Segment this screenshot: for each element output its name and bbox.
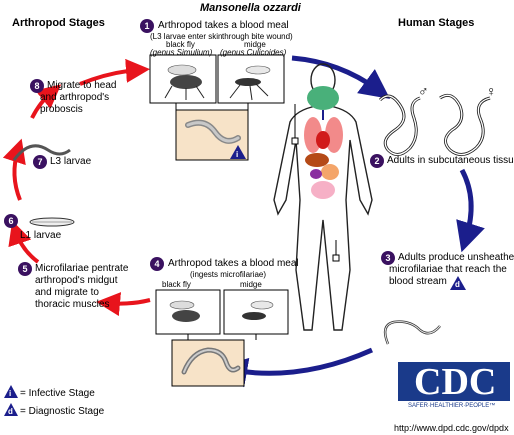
adult-worms-inner <box>379 94 491 156</box>
cdc-logo-text: CDC <box>414 361 497 403</box>
step-6-badge: 6 <box>4 214 18 228</box>
step-8-badge: 8 <box>30 79 44 93</box>
l1-larva-small <box>29 217 75 227</box>
step-6-text: L1 larvae <box>20 230 62 241</box>
step-7-badge: 7 <box>33 155 47 169</box>
step-8-line-3: proboscis <box>40 104 83 115</box>
bottom-blackfly-label: black fly <box>162 280 191 289</box>
female-symbol: ♀ <box>486 83 497 99</box>
step-2-text: Adults in subcutaneous tissues <box>387 155 514 166</box>
legend-diagnostic-letter: d <box>8 407 13 416</box>
cdc-tagline: SAFER·HEALTHIER·PEOPLE™ <box>408 403 496 409</box>
midge-icon <box>229 65 271 101</box>
cdc-logo <box>398 362 510 413</box>
top-vector-panels <box>149 54 285 110</box>
midge-panel-bottom <box>223 289 289 335</box>
diagram-title: Mansonella ozzardi <box>200 2 301 14</box>
l3-larva-small <box>12 144 71 161</box>
diagnostic-letter-panel: d <box>455 280 460 289</box>
step-5-line-2: arthropod's midgut <box>35 275 118 286</box>
infective-marker-panel <box>230 145 246 159</box>
step-3-line-3: blood stream <box>389 276 447 287</box>
top-blackfly-label: black fly <box>166 40 195 49</box>
source-url[interactable]: http://www.dpd.cdc.gov/dpdx <box>394 423 509 433</box>
top-midge-genus: (genus Culicoides) <box>220 48 287 57</box>
step-3-badge: 3 <box>381 251 395 265</box>
step-1-sub-right: through bite wound) <box>222 32 293 41</box>
step-3-line-2: microfilariae that reach the <box>389 264 507 275</box>
step-8-line-2: and arthropod's <box>40 92 110 103</box>
bottom-vector-panels <box>155 289 289 387</box>
step-4-badge: 4 <box>150 257 164 271</box>
arthropod-cycle-arrows <box>2 58 151 317</box>
step-5-line-3: and migrate to <box>35 287 99 298</box>
step-1-badge: 1 <box>140 19 154 33</box>
step-7-text: L3 larvae <box>50 156 92 167</box>
human-stages-heading: Human Stages <box>398 17 475 29</box>
step-5-line-4: thoracic muscles <box>35 299 110 310</box>
adult-worms <box>378 93 491 156</box>
step-5-line-1: Microfilariae pentrate <box>35 263 129 274</box>
microfilaria-image <box>383 320 441 345</box>
legend-infective-letter: i <box>9 389 12 398</box>
step-4-text: Arthropod takes a blood meal <box>168 258 299 269</box>
human-cycle-arrows <box>217 55 485 388</box>
step-1-sub-left: (L3 larvae enter skin <box>150 32 223 41</box>
top-blackfly-genus: (genus Simulium) <box>150 48 213 57</box>
step-8-line-1: Migrate to head <box>47 80 117 91</box>
arthropod-stages-heading: Arthropod Stages <box>12 17 105 29</box>
step-5-badge: 5 <box>18 262 32 276</box>
legend-infective-text: = Infective Stage <box>20 388 95 399</box>
infective-letter-panel: i <box>236 150 239 159</box>
step-1-text: Arthropod takes a blood meal <box>158 20 289 31</box>
human-organs <box>304 86 343 199</box>
top-midge-label: midge <box>244 40 266 49</box>
bite-site-markers <box>291 104 340 262</box>
blackfly-icon <box>164 64 205 100</box>
step-4-sub: (ingests microfilariae) <box>190 270 267 279</box>
bottom-midge-label: midge <box>240 280 262 289</box>
diagnostic-marker-panel <box>450 276 466 290</box>
legend-diagnostic-text: = Diagnostic Stage <box>20 406 105 417</box>
legend-triangles <box>4 385 18 416</box>
male-symbol: ♂ <box>418 83 429 99</box>
step-3-line-1: Adults produce unsheathed <box>398 252 514 263</box>
microfilaria-panel <box>171 339 245 387</box>
step-2-badge: 2 <box>370 154 384 168</box>
